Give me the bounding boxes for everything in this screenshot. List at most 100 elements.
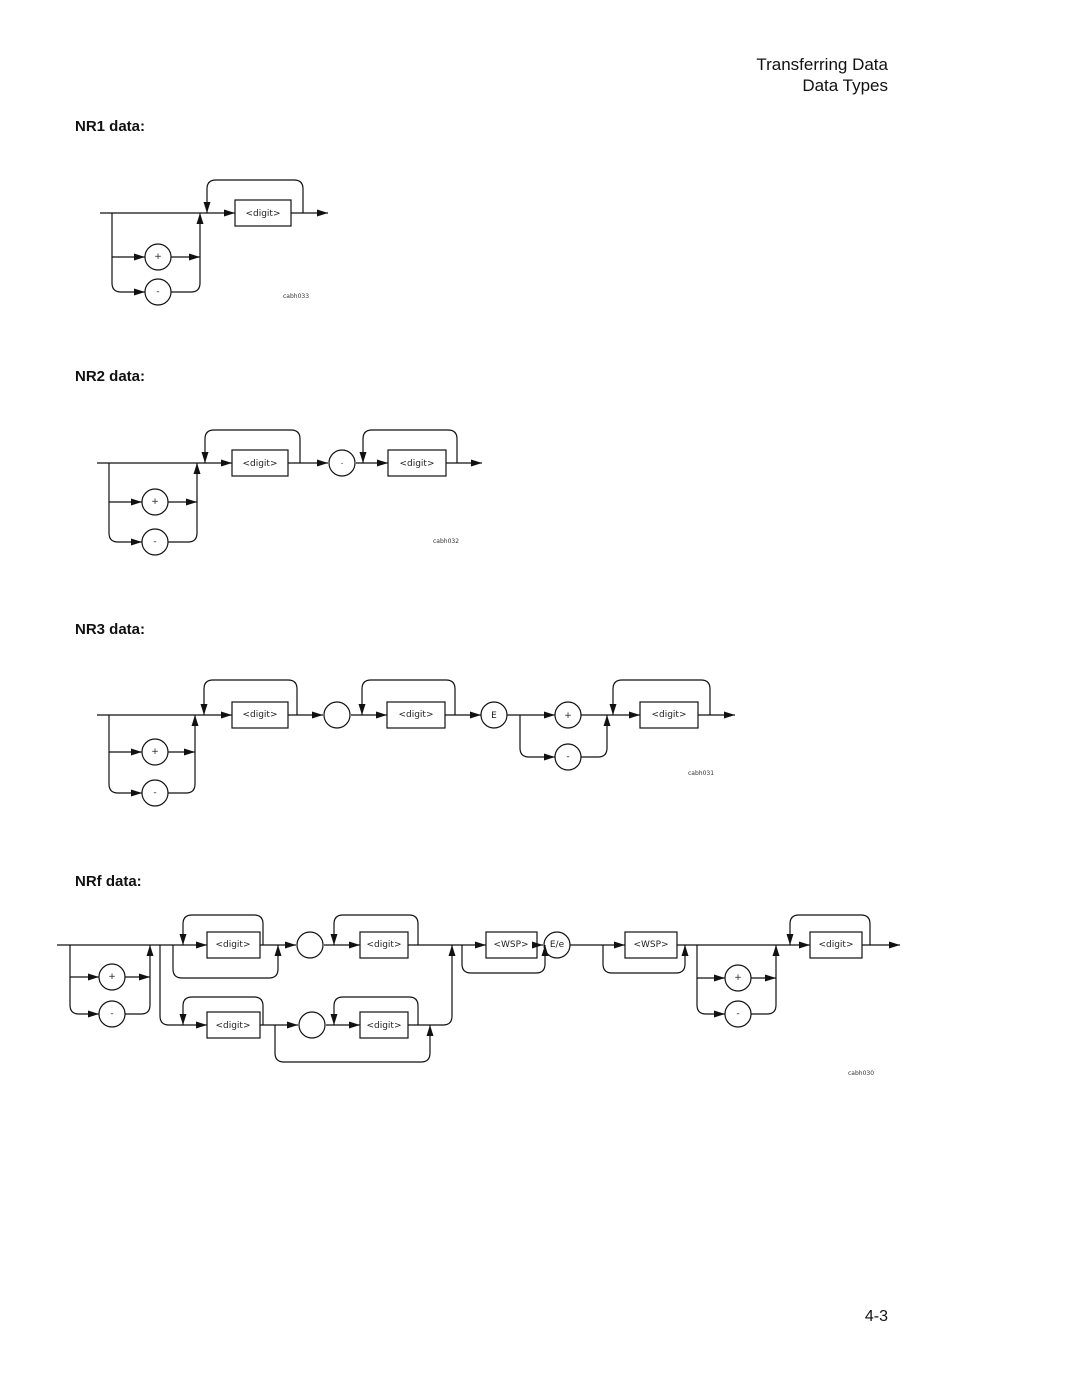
nrf-minus: -: [110, 1009, 113, 1019]
nr3-digit-token: <digit>: [242, 710, 277, 720]
connector-line: [581, 715, 608, 758]
nrf-plus: +: [108, 972, 116, 982]
connector-line: [159, 945, 207, 1026]
nrf-digit-token: <digit>: [215, 940, 250, 950]
nrf-wsp-token: <WSP>: [493, 940, 528, 950]
arrowhead-icon: [88, 1010, 99, 1018]
repeat-loop: [204, 429, 301, 463]
nr3-minus: -: [153, 788, 156, 798]
arrowhead-icon: [221, 459, 232, 467]
arrowhead-icon: [131, 789, 142, 797]
arrowhead-icon: [193, 463, 201, 474]
nr2-point: .: [341, 457, 344, 467]
arrowhead-icon: [196, 213, 204, 224]
page-number: 4-3: [864, 1308, 888, 1325]
arrowhead-icon: [376, 711, 387, 719]
sign-branch: [696, 945, 725, 979]
arrowhead-icon: [330, 1014, 338, 1025]
arrowhead-icon: [609, 704, 617, 715]
arrowhead-icon: [274, 945, 282, 956]
nr3-diagram: <digit> <digit> E + - <digit> + - cabh03…: [151, 710, 714, 798]
nr2-minus: -: [153, 537, 156, 547]
bypass-path: [172, 945, 279, 979]
nrf-digit-token-2: <digit>: [366, 940, 401, 950]
arrowhead-icon: [681, 945, 689, 956]
arrowhead-icon: [189, 253, 200, 261]
arrowhead-icon: [146, 945, 154, 956]
arrowhead-icon: [889, 941, 900, 949]
arrowhead-icon: [312, 711, 323, 719]
arrowhead-icon: [317, 209, 328, 217]
running-header-chapter: Transferring Data: [756, 55, 888, 74]
arrowhead-icon: [614, 941, 625, 949]
nr2-digit-token: <digit>: [242, 459, 277, 469]
arrowhead-icon: [799, 941, 810, 949]
nr3-heading: NR3 data:: [75, 621, 146, 638]
arrowhead-icon: [786, 934, 794, 945]
arrowhead-icon: [603, 715, 611, 726]
nr2-figure-id: cabh032: [433, 538, 459, 545]
repeat-loop: [361, 679, 456, 715]
arrowhead-icon: [224, 209, 235, 217]
repeat-loop: [789, 914, 871, 945]
nr1-figure-id: cabh033: [283, 293, 309, 300]
token-circle: [323, 701, 351, 729]
bypass-path: [602, 945, 686, 974]
nr2-plus: +: [151, 497, 159, 507]
arrowhead-icon: [349, 1021, 360, 1029]
sign-branch: [111, 213, 145, 258]
arrowhead-icon: [724, 711, 735, 719]
arrowhead-icon: [544, 753, 555, 761]
repeat-loop: [182, 996, 264, 1025]
arrowhead-icon: [426, 1025, 434, 1036]
nr1-plus: +: [154, 252, 162, 262]
repeat-loop: [206, 179, 304, 213]
connector-line: [408, 945, 453, 1026]
sign-branch: [168, 715, 196, 794]
token-circle: [298, 1011, 326, 1039]
nrf-exp-plus: +: [734, 973, 742, 983]
sign-branch: [69, 977, 99, 1015]
nrf-digit-token-4: <digit>: [366, 1021, 401, 1031]
arrowhead-icon: [349, 941, 360, 949]
nr3-exponent: E: [491, 711, 497, 721]
arrowhead-icon: [201, 452, 209, 463]
nr3-digit-token-3: <digit>: [651, 710, 686, 720]
repeat-loop: [612, 679, 711, 715]
nrf-diagram: + - <digit> <digit> <digit> <digit> <WSP…: [108, 940, 874, 1077]
nrf-digit-token-3: <digit>: [215, 1021, 250, 1031]
arrowhead-icon: [179, 934, 187, 945]
sign-branch: [108, 752, 142, 794]
nr1-diagram: <digit> + - cabh033: [154, 209, 309, 300]
repeat-loop: [362, 429, 458, 463]
nr3-exp-minus: -: [566, 752, 569, 762]
repeat-loop: [333, 914, 419, 945]
arrowhead-icon: [541, 945, 549, 956]
repeat-loop: [333, 996, 419, 1025]
arrowhead-icon: [765, 974, 776, 982]
bypass-path: [274, 1025, 431, 1063]
sign-branch: [751, 945, 777, 1015]
arrowhead-icon: [714, 974, 725, 982]
connector-line: [519, 715, 555, 758]
nrf-heading: NRf data:: [75, 873, 142, 890]
nr2-diagram: <digit> . <digit> + - cabh032: [151, 457, 459, 547]
arrowhead-icon: [470, 711, 481, 719]
nr2-heading: NR2 data:: [75, 368, 146, 385]
arrowhead-icon: [471, 459, 482, 467]
nr3-digit-token-2: <digit>: [398, 710, 433, 720]
arrowhead-icon: [134, 288, 145, 296]
arrowhead-icon: [139, 973, 150, 981]
arrowhead-icon: [448, 945, 456, 956]
nrf-digit-token-5: <digit>: [818, 940, 853, 950]
arrowhead-icon: [88, 973, 99, 981]
arrowhead-icon: [134, 253, 145, 261]
sign-branch: [696, 978, 725, 1015]
sign-branch: [171, 213, 201, 293]
nr1-heading: NR1 data:: [75, 118, 146, 135]
arrowhead-icon: [358, 704, 366, 715]
arrowhead-icon: [200, 704, 208, 715]
sign-branch: [108, 463, 142, 503]
bypass-path: [461, 945, 546, 974]
